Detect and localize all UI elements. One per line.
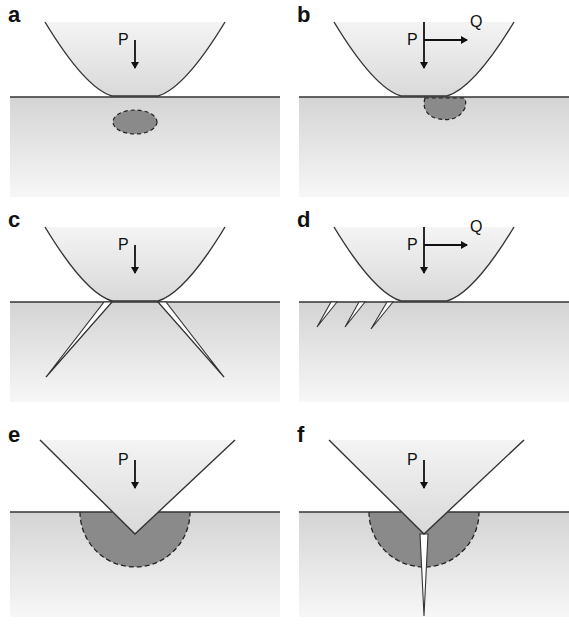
force-label: P [407,32,418,48]
force-label: P [407,452,418,468]
panel-letter: a [8,4,20,26]
force-label: P [118,32,129,48]
panel-letter: e [8,424,20,446]
panel-letter: b [297,4,310,26]
force-label: Q [470,14,482,30]
panel-letter: d [297,209,310,231]
force-label: Q [470,219,482,235]
force-label: P [118,237,129,253]
force-label: P [118,452,129,468]
force-label: P [407,237,418,253]
panel-letter: c [8,209,20,231]
panel-letter: f [297,424,304,446]
